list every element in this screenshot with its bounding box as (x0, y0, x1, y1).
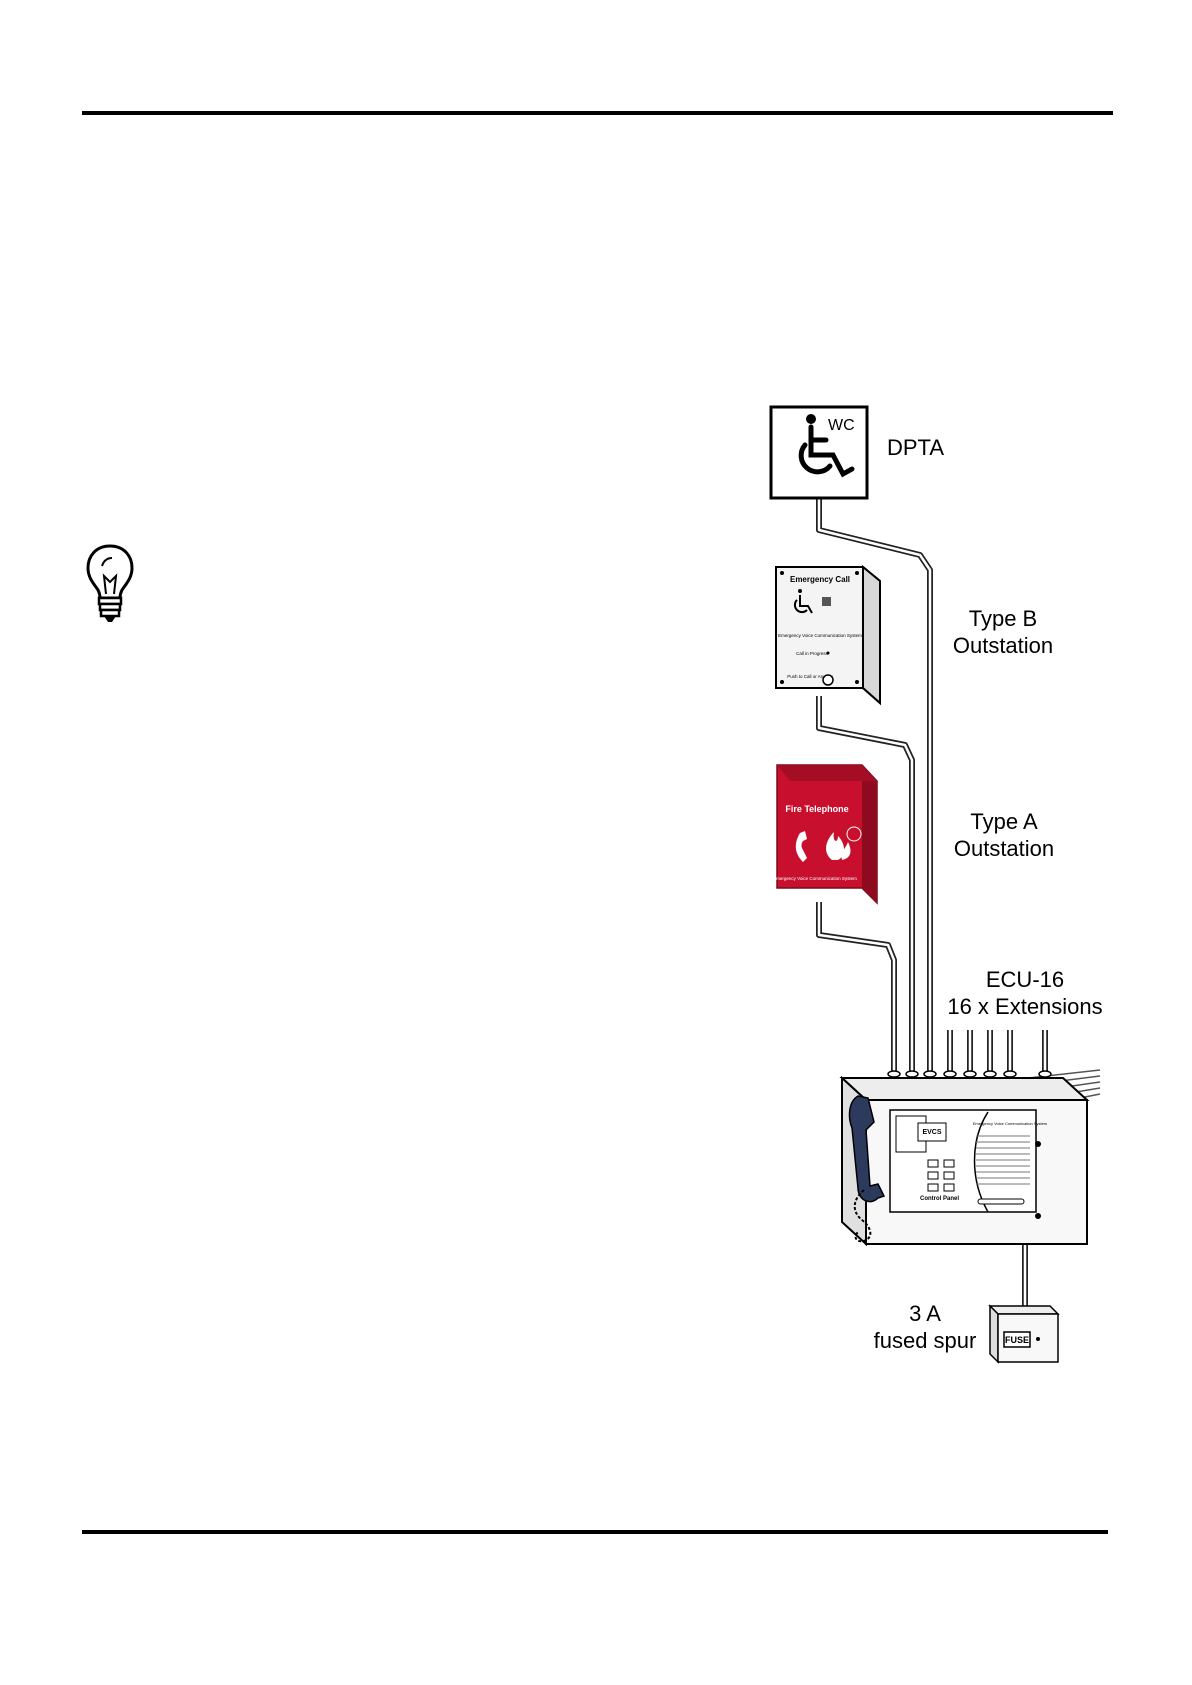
label-ecu: ECU-16 16 x Extensions (935, 966, 1115, 1020)
label-type-a-line2: Outstation (943, 835, 1065, 862)
label-type-b-line2: Outstation (942, 632, 1064, 659)
type-b-outstation: Emergency Call Emergency Voice Communica… (776, 567, 880, 703)
label-spur-line2: fused spur (860, 1327, 990, 1354)
call-button (823, 675, 833, 685)
label-type-b-line1: Type B (942, 605, 1064, 632)
label-dpta: DPTA (887, 434, 944, 461)
label-ecu-line1: ECU-16 (935, 966, 1115, 993)
type-a-outstation: Fire Telephone Emergency Voice Communica… (773, 765, 877, 903)
type-b-status: Call in Progress (796, 651, 829, 656)
type-a-title: Fire Telephone (785, 804, 848, 814)
ecu-maker: Control Panel (920, 1196, 959, 1202)
ecu-legend-title: Emergency Voice Communication System (973, 1121, 1048, 1126)
type-b-subtitle: Emergency Voice Communication System (778, 633, 862, 638)
fused-spur-box: FUSE (990, 1306, 1058, 1362)
label-spur-line1: 3 A (860, 1300, 990, 1327)
label-ecu-line2: 16 x Extensions (935, 993, 1115, 1020)
wc-text: WC (828, 417, 855, 434)
label-type-a: Type A Outstation (943, 808, 1065, 862)
ecu-panel-brand: EVCS (922, 1129, 941, 1136)
label-type-b: Type B Outstation (942, 605, 1064, 659)
type-a-footer: Emergency Voice Communication System (773, 876, 857, 881)
ecu-16-unit: EVCS Emergency Voice Communication Syste… (842, 1071, 1087, 1244)
type-b-title: Emergency Call (790, 575, 850, 584)
label-type-a-line1: Type A (943, 808, 1065, 835)
dpta-wc-sign: WC (771, 407, 867, 498)
label-fused-spur: 3 A fused spur (860, 1300, 990, 1354)
bottom-rule (82, 1530, 1108, 1534)
fuse-label: FUSE (1005, 1335, 1029, 1345)
